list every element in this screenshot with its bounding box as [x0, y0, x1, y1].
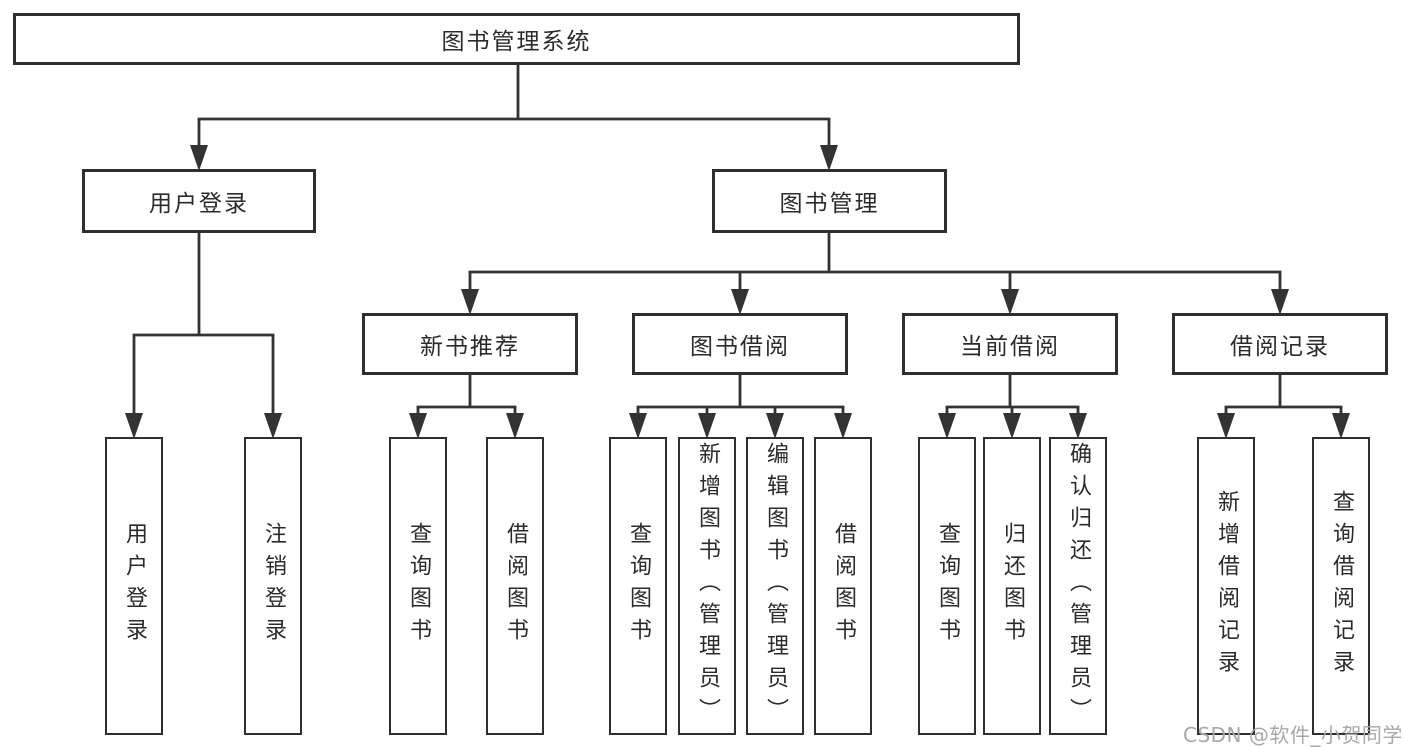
node-label: 查询图书	[406, 522, 431, 650]
arrowhead-icon	[1217, 413, 1235, 439]
arrowhead-icon	[1003, 413, 1021, 439]
node-label: 注销登录	[261, 522, 286, 650]
arrowhead-icon	[938, 413, 956, 439]
arrowhead-icon	[264, 413, 282, 439]
node-label: 图书借阅	[690, 334, 790, 360]
arrowhead-icon	[1001, 289, 1019, 315]
node-new-book-recommend: 新书推荐	[362, 313, 578, 375]
node-leaf-logout: 注销登录	[244, 437, 302, 735]
node-leaf-query-borrowing-record: 查询借阅记录	[1312, 437, 1370, 735]
node-label: 借阅记录	[1230, 334, 1330, 360]
node-current-borrowing: 当前借阅	[902, 313, 1118, 375]
arrowhead-icon	[766, 413, 784, 439]
arrowhead-icon	[834, 413, 852, 439]
node-leaf-borrow-books-borrowing: 借阅图书	[814, 437, 872, 735]
node-label: 用户登录	[122, 522, 147, 650]
arrowhead-icon	[125, 413, 143, 439]
node-label: 查询图书	[935, 522, 960, 650]
arrowhead-icon	[820, 145, 838, 171]
node-label: 编辑图书（管理员）	[763, 442, 788, 730]
node-label: 借阅图书	[503, 522, 528, 650]
node-leaf-return-books: 归还图书	[983, 437, 1041, 735]
watermark: CSDN @软件_小贺同学	[1183, 723, 1403, 747]
node-label: 用户登录	[149, 191, 249, 217]
arrowhead-icon	[1271, 289, 1289, 315]
node-user-login: 用户登录	[82, 169, 316, 233]
arrowhead-icon	[629, 413, 647, 439]
node-leaf-borrow-books-recommend: 借阅图书	[486, 437, 544, 735]
node-label: 图书管理	[779, 191, 880, 217]
node-label: 新增图书（管理员）	[695, 442, 720, 730]
node-leaf-query-books-borrowing: 查询图书	[609, 437, 667, 735]
node-label: 查询图书	[626, 522, 651, 650]
arrowhead-icon	[1332, 413, 1350, 439]
arrowhead-icon	[190, 145, 208, 171]
arrowhead-icon	[731, 289, 749, 315]
node-leaf-user-login: 用户登录	[105, 437, 163, 735]
node-label: 图书管理系统	[441, 29, 592, 55]
arrowhead-icon	[409, 413, 427, 439]
arrowhead-icon	[461, 289, 479, 315]
arrowhead-icon	[698, 413, 716, 439]
node-leaf-add-books-admin: 新增图书（管理员）	[678, 437, 736, 735]
node-label: 借阅图书	[831, 522, 856, 650]
node-leaf-query-books-current: 查询图书	[918, 437, 976, 735]
node-label: 新增借阅记录	[1214, 490, 1239, 682]
node-borrowing-records: 借阅记录	[1172, 313, 1388, 375]
node-label: 新书推荐	[420, 334, 520, 360]
node-label: 确认归还（管理员）	[1066, 442, 1091, 730]
node-label: 归还图书	[1000, 522, 1025, 650]
node-label: 当前借阅	[960, 334, 1060, 360]
arrowhead-icon	[506, 413, 524, 439]
node-leaf-add-borrowing-record: 新增借阅记录	[1197, 437, 1255, 735]
node-leaf-confirm-return-admin: 确认归还（管理员）	[1049, 437, 1107, 735]
node-leaf-query-books-recommend: 查询图书	[389, 437, 447, 735]
arrowhead-icon	[1069, 413, 1087, 439]
node-leaf-edit-books-admin: 编辑图书（管理员）	[746, 437, 804, 735]
node-book-borrowing: 图书借阅	[632, 313, 848, 375]
node-label: 查询借阅记录	[1329, 490, 1354, 682]
node-book-management: 图书管理	[712, 169, 947, 233]
node-root: 图书管理系统	[13, 13, 1020, 65]
